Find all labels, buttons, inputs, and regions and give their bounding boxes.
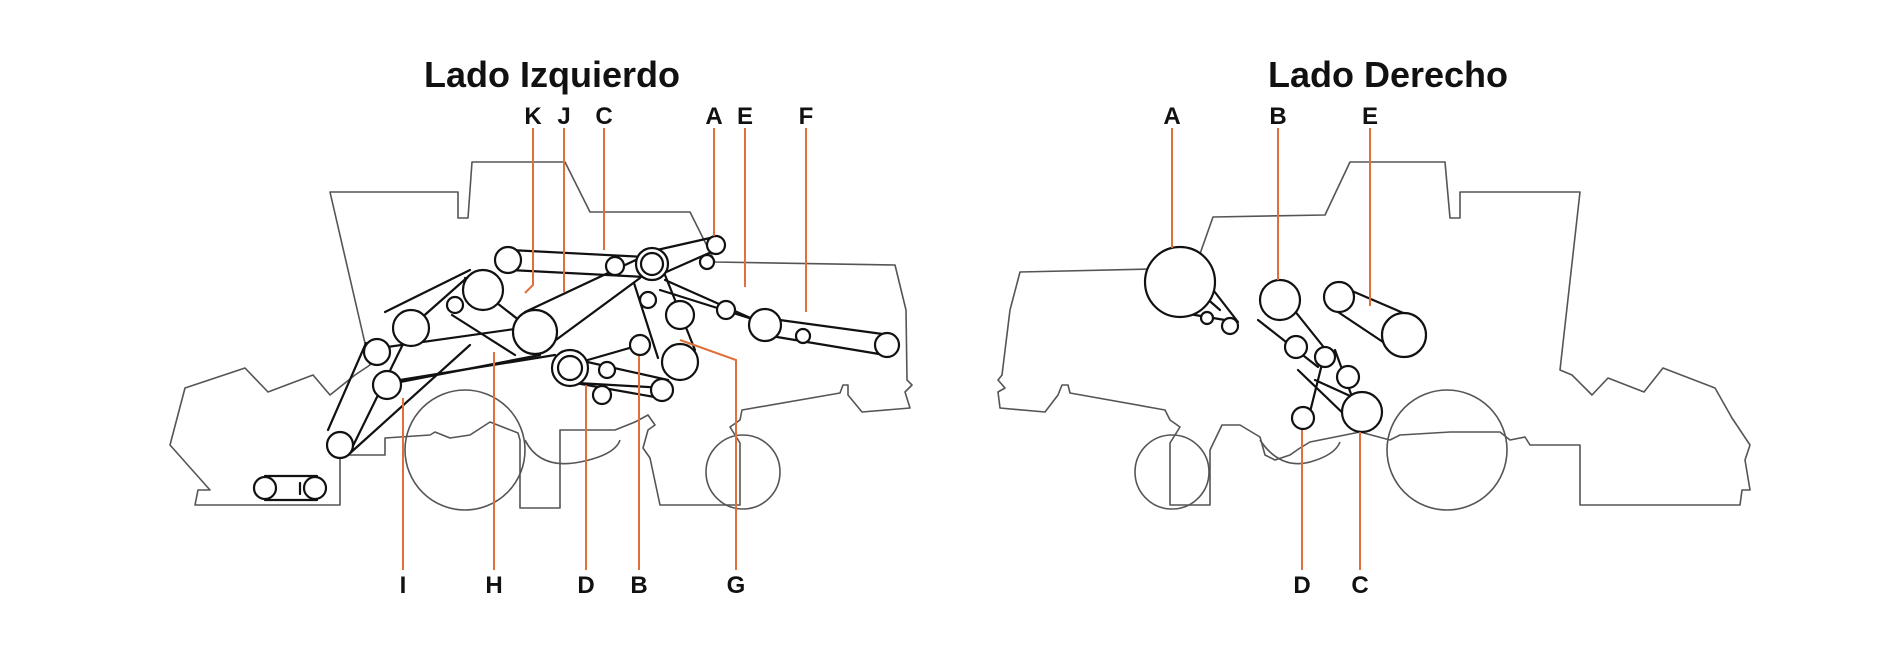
right-callouts: A B E D C	[1163, 103, 1378, 599]
left-pulley	[556, 354, 584, 382]
right-pulley	[1143, 245, 1217, 319]
right-pulley	[1283, 334, 1309, 360]
right-pulley	[1340, 390, 1384, 434]
left-front-wheel	[404, 389, 526, 511]
left-pulley	[747, 307, 783, 343]
left-machine-outline	[169, 161, 913, 509]
callout-left-j: J	[557, 103, 570, 130]
right-axle-bump	[1259, 439, 1341, 465]
left-pulley	[638, 290, 658, 310]
left-belt	[568, 380, 662, 400]
callout-right-c: C	[1351, 572, 1368, 599]
callout-left-c: C	[595, 103, 612, 130]
left-pulley	[252, 475, 278, 501]
callout-right-a: A	[1163, 103, 1180, 130]
left-pulley	[639, 251, 665, 277]
right-pulley	[1313, 345, 1337, 369]
left-pulley	[664, 299, 696, 331]
left-belt	[508, 268, 647, 279]
left-pulley	[591, 384, 613, 406]
right-pulley	[1220, 316, 1240, 336]
left-pulley	[371, 369, 403, 401]
callout-left-b: B	[630, 572, 647, 599]
left-pulley	[493, 245, 523, 275]
right-pulleys	[1143, 245, 1428, 434]
callout-left-e: E	[737, 103, 753, 130]
left-belt	[632, 281, 660, 360]
right-machine-outline	[997, 161, 1751, 506]
callout-right-d: D	[1293, 572, 1310, 599]
left-belt	[663, 278, 757, 322]
callout-left-g: G	[727, 572, 746, 599]
callout-left-a: A	[705, 103, 722, 130]
left-pulley	[660, 342, 700, 382]
leader-line-k	[524, 128, 534, 294]
callout-left-f: F	[799, 103, 814, 130]
right-pulley	[1322, 280, 1356, 314]
left-pulley	[461, 268, 505, 312]
right-rear-wheel	[1134, 434, 1210, 510]
left-pulley	[705, 234, 727, 256]
left-pulley	[511, 308, 559, 356]
left-pulley	[873, 331, 901, 359]
left-pulley	[649, 377, 675, 403]
right-side-diagram: Lado Derecho	[997, 54, 1751, 599]
left-leader-lines	[402, 128, 807, 570]
left-pulley	[302, 475, 328, 501]
right-side-title: Lado Derecho	[1268, 54, 1508, 95]
left-pulley	[698, 253, 716, 271]
left-pulley	[445, 295, 465, 315]
left-belt	[508, 248, 647, 259]
left-callouts: K J C A E F I H D B G	[400, 103, 814, 599]
left-pulley	[604, 255, 626, 277]
right-pulley	[1380, 311, 1428, 359]
left-rear-wheel	[705, 434, 781, 510]
left-belt	[763, 333, 887, 357]
callout-left-d: D	[577, 572, 594, 599]
left-side-diagram: Lado Izquierdo	[169, 54, 913, 599]
left-belt	[326, 341, 368, 432]
left-side-title: Lado Izquierdo	[424, 54, 680, 95]
callout-left-i: I	[400, 572, 407, 599]
callout-right-e: E	[1362, 103, 1378, 130]
right-pulley	[1258, 278, 1302, 322]
callout-left-h: H	[485, 572, 502, 599]
callout-right-b: B	[1269, 103, 1286, 130]
left-belt	[763, 316, 892, 337]
left-belt	[543, 276, 642, 350]
right-leader-lines	[1171, 128, 1371, 570]
right-pulley	[1335, 364, 1361, 390]
callout-left-k: K	[524, 103, 542, 130]
left-pulley	[715, 299, 737, 321]
right-pulley	[1199, 310, 1215, 326]
left-pulley	[628, 333, 652, 357]
leader-line-g	[679, 339, 737, 570]
left-pulley	[597, 360, 617, 380]
left-belt	[450, 313, 517, 357]
left-pulley	[794, 327, 812, 345]
left-pulley	[362, 337, 392, 367]
left-belt	[383, 268, 472, 314]
left-belt	[346, 343, 472, 457]
left-belt	[398, 353, 557, 382]
right-front-wheel	[1386, 389, 1508, 511]
right-pulley	[1290, 405, 1316, 431]
left-pulley	[391, 308, 431, 348]
left-pulleys	[252, 234, 901, 501]
left-belt	[658, 288, 767, 325]
left-pulley	[325, 430, 355, 460]
left-axle-bump	[524, 439, 621, 465]
